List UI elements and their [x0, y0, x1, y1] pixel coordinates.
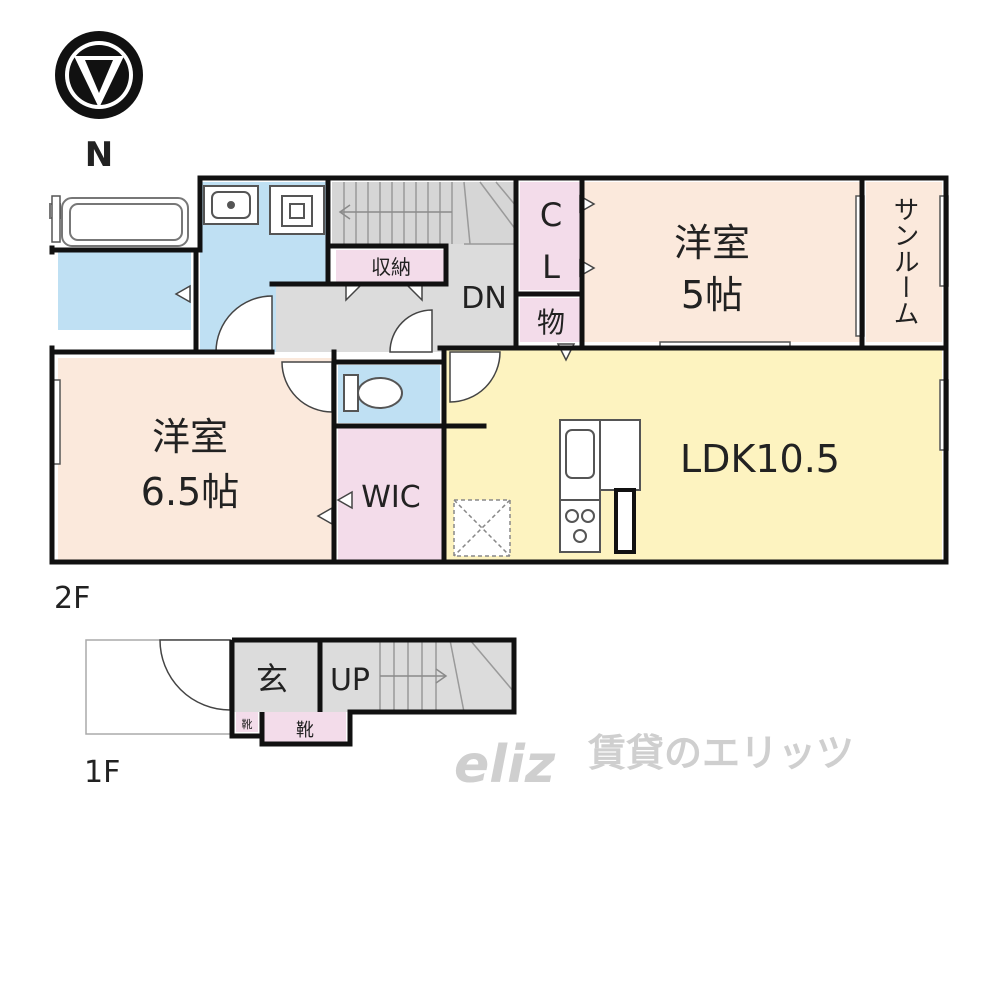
bathtub-icon — [49, 197, 189, 247]
storage-upper — [336, 250, 446, 282]
walls-1f — [229, 637, 517, 747]
western-room-6-5-name: 洋室 — [152, 415, 228, 459]
closet-c-label: C — [540, 196, 562, 234]
watermark-text: 賃貸のエリッツ — [587, 731, 854, 775]
kitchen-sink-icon — [559, 419, 601, 501]
stairs-up-label: UP — [330, 663, 370, 698]
entrance-door-swing — [159, 639, 231, 711]
compass-label: N — [85, 135, 113, 175]
shoe-box-small-label: 靴 — [242, 717, 253, 731]
north-compass-icon — [55, 31, 143, 119]
stove-icon — [559, 499, 601, 553]
storage-small-label: 物 — [537, 306, 565, 339]
ldk-label: LDK10.5 — [680, 437, 840, 481]
hallway-landing — [444, 240, 516, 348]
western-room-5 — [584, 182, 860, 342]
watermark-logo: eliz — [454, 735, 556, 795]
kitchen-counter — [599, 419, 641, 554]
first-floor — [85, 637, 517, 747]
walk-in-closet — [338, 428, 444, 560]
wic-label: WIC — [361, 480, 420, 515]
western-room-6-5 — [58, 358, 332, 560]
western-room-5-size: 5帖 — [681, 273, 743, 317]
floor-2f-label: 2F — [54, 581, 90, 616]
ldk-room — [446, 348, 942, 560]
walls-2f — [49, 175, 949, 565]
second-floor — [49, 175, 949, 565]
stair-treads — [343, 181, 517, 245]
shoe-box-small — [236, 712, 258, 732]
stair-up-arrow-icon — [380, 668, 448, 684]
entrance-hall — [232, 640, 514, 712]
refrigerator-space — [453, 499, 511, 557]
western-room-6-5-size: 6.5帖 — [141, 470, 239, 514]
bath-area — [58, 250, 191, 330]
toilet-icon — [343, 374, 403, 412]
entrance-label: 玄 — [256, 660, 288, 698]
sunroom-label: サンルーム — [889, 196, 919, 326]
stairs-down-label: DN — [461, 281, 507, 316]
shoe-box-label: 靴 — [296, 720, 314, 741]
stair-direction-arrow-icon — [338, 204, 452, 220]
closet-l-label: L — [542, 248, 560, 286]
closet — [520, 182, 580, 290]
staircase-down — [332, 182, 516, 244]
washbasin-icon — [203, 185, 259, 225]
shoe-box — [264, 712, 346, 742]
storage-small — [520, 298, 580, 342]
washing-machine-icon — [269, 185, 325, 235]
floor-1f-label: 1F — [84, 755, 120, 790]
sunroom — [866, 182, 942, 342]
storage-upper-label: 収納 — [371, 255, 411, 279]
western-room-5-name: 洋室 — [674, 221, 750, 265]
